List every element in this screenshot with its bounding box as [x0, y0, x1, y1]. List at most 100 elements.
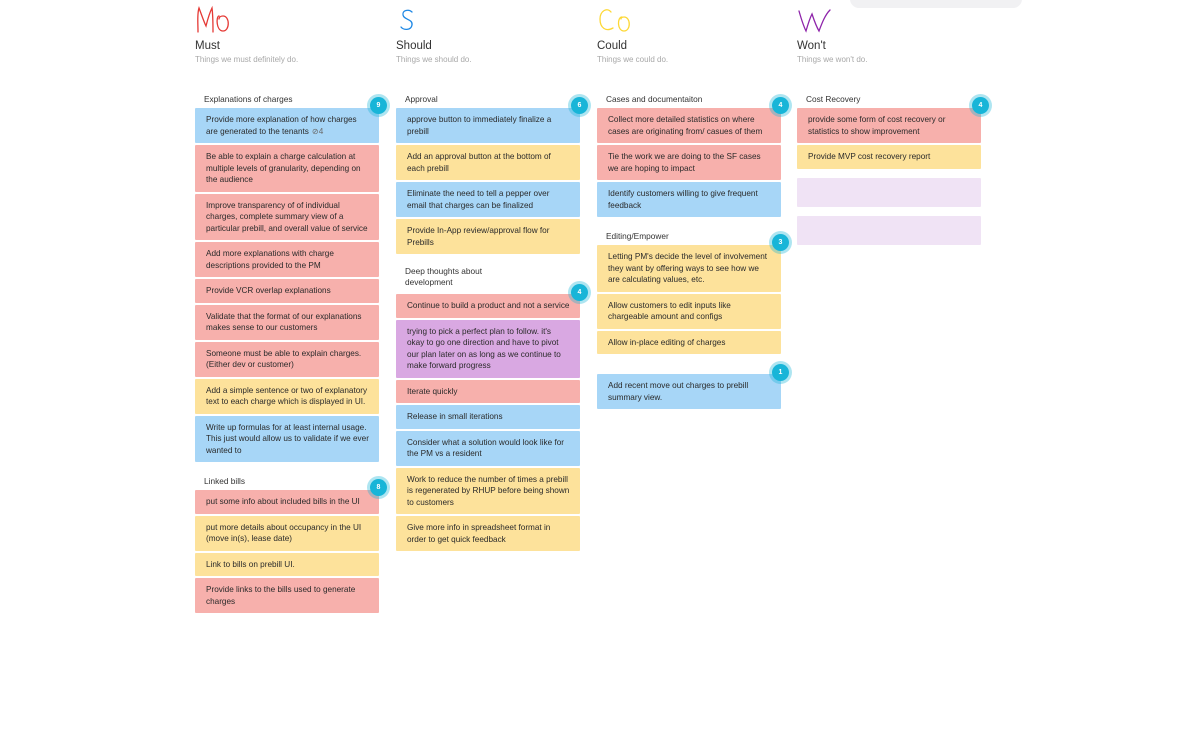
sticky-note[interactable]: Add more explanations with charge descri… [195, 242, 379, 277]
sticky-note-text: approve button to immediately finalize a… [407, 115, 552, 136]
vote-count-badge[interactable]: 1 [772, 364, 789, 381]
sticky-note-text: Provide VCR overlap explanations [206, 286, 331, 295]
top-toolbar[interactable] [850, 0, 1022, 8]
sticky-note[interactable]: Write up formulas for at least internal … [195, 415, 379, 462]
sticky-note[interactable]: Consider what a solution would look like… [396, 430, 580, 466]
vote-count-badge[interactable]: 4 [571, 284, 588, 301]
group-title-text: Approval [405, 94, 438, 104]
group-title[interactable]: Approval 6 [396, 92, 588, 114]
sticky-note[interactable]: Provide VCR overlap explanations [195, 279, 379, 303]
sticky-note-text: Add a simple sentence or two of explanat… [206, 385, 368, 407]
sticky-note[interactable]: Validate that the format of our explanat… [195, 304, 379, 340]
card-group: Approval 6 approve button to immediately f… [396, 92, 588, 254]
sticky-note-text: Provide links to the bills used to gener… [206, 585, 356, 606]
group-title-text: Cost Recovery [806, 94, 861, 104]
sticky-note-text: Provide MVP cost recovery report [808, 152, 931, 161]
vote-count-badge[interactable]: 6 [571, 97, 588, 114]
column-heading-initials [797, 4, 981, 38]
sticky-note-text: Link to bills on prebill UI. [206, 559, 295, 569]
sticky-note-text: Continue to build a product and not a se… [407, 301, 570, 310]
sticky-note[interactable]: approve button to immediately finalize a… [396, 108, 580, 143]
sticky-note[interactable] [797, 177, 981, 207]
sticky-note[interactable]: Give more info in spreadsheet format in … [396, 516, 580, 551]
sticky-note[interactable]: Provide links to the bills used to gener… [195, 578, 379, 613]
sticky-note[interactable]: Someone must be able to explain charges.… [195, 341, 379, 377]
column-title: Must [195, 40, 220, 52]
group-title[interactable]: Deep thoughts about development 4 [396, 266, 588, 301]
column-subtitle: Things we should do. [396, 55, 472, 64]
sticky-note-text: Improve transparency of of individual ch… [206, 200, 368, 233]
sticky-note[interactable]: Letting PM's decide the level of involve… [597, 245, 781, 292]
sticky-note[interactable]: put more details about occupancy in the … [195, 515, 379, 551]
sticky-note-text: Provide more explanation of how charges … [206, 115, 357, 136]
comment-count: ⊘4 [311, 126, 324, 136]
sticky-note[interactable]: Identify customers willing to give frequ… [597, 182, 781, 217]
sticky-note-text: put more details about occupancy in the … [206, 522, 362, 544]
column-title: Should [396, 40, 432, 52]
sticky-note[interactable]: Be able to explain a charge calculation … [195, 145, 379, 192]
sticky-note[interactable]: Allow in-place editing of charges [597, 330, 781, 354]
sticky-note-text: Be able to explain a charge calculation … [206, 152, 361, 184]
column-heading-initials [396, 4, 580, 38]
vote-count-badge[interactable]: 8 [370, 479, 387, 496]
sticky-note[interactable]: Add recent move out charges to prebill s… [597, 374, 781, 409]
sticky-note[interactable] [797, 215, 981, 245]
sticky-note[interactable]: Tie the work we are doing to the SF case… [597, 145, 781, 180]
sticky-note[interactable]: Provide In-App review/approval flow for … [396, 219, 580, 254]
sticky-note[interactable]: Work to reduce the number of times a pre… [396, 467, 580, 514]
sticky-note-text: Collect more detailed statistics on wher… [608, 115, 763, 136]
sticky-note-text: Allow customers to edit inputs like char… [608, 300, 731, 322]
sticky-note[interactable]: Iterate quickly [396, 379, 580, 403]
sticky-note[interactable]: Collect more detailed statistics on wher… [597, 108, 781, 143]
column-subtitle: Things we could do. [597, 55, 669, 64]
sticky-note-text: trying to pick a perfect plan to follow.… [407, 326, 561, 371]
vote-count-badge[interactable]: 9 [370, 97, 387, 114]
column-title: Could [597, 40, 628, 52]
vote-count-badge[interactable]: 3 [772, 234, 789, 251]
vote-count-badge[interactable]: 4 [772, 97, 789, 114]
sticky-note-text: Identify customers willing to give frequ… [608, 189, 758, 210]
sticky-note-text: Eliminate the need to tell a pepper over… [407, 189, 550, 210]
sticky-note[interactable]: Continue to build a product and not a se… [396, 294, 580, 318]
column-heading-initials [195, 4, 379, 38]
sticky-note[interactable]: trying to pick a perfect plan to follow.… [396, 319, 580, 378]
sticky-note-text: Add more explanations with charge descri… [206, 249, 334, 270]
sticky-note[interactable]: Provide MVP cost recovery report [797, 145, 981, 169]
sticky-note-text: Allow in-place editing of charges [608, 337, 726, 347]
sticky-note-text: Validate that the format of our explanat… [206, 311, 362, 333]
group-title[interactable]: Linked bills 8 [195, 474, 387, 496]
column-subtitle: Things we must definitely do. [195, 55, 299, 64]
sticky-note[interactable]: Allow customers to edit inputs like char… [597, 293, 781, 329]
group-title-text: Linked bills [204, 476, 246, 486]
sticky-note[interactable]: Add a simple sentence or two of explanat… [195, 378, 379, 414]
sticky-note[interactable]: Add an approval button at the bottom of … [396, 145, 580, 180]
card-group: Cost Recovery 4 provide some form of cost … [797, 92, 989, 245]
sticky-note-text: Add an approval button at the bottom of … [407, 152, 551, 173]
vote-count-badge[interactable]: 4 [972, 97, 989, 114]
group-title[interactable]: 1 [597, 364, 789, 381]
sticky-note[interactable]: Eliminate the need to tell a pepper over… [396, 182, 580, 217]
sticky-note-text: Work to reduce the number of times a pre… [407, 474, 570, 507]
group-title-text: Deep thoughts about development [405, 266, 483, 287]
sticky-note[interactable]: Release in small iterations [396, 405, 580, 429]
sticky-note-text: Provide In-App review/approval flow for … [407, 226, 550, 247]
group-title[interactable]: Cost Recovery 4 [797, 92, 989, 114]
sticky-note-text: provide some form of cost recovery or st… [808, 115, 946, 136]
sticky-note[interactable]: Improve transparency of of individual ch… [195, 193, 379, 240]
sticky-note[interactable]: Link to bills on prebill UI. [195, 552, 379, 576]
sticky-note[interactable]: provide some form of cost recovery or st… [797, 108, 981, 143]
sticky-note-text: Tie the work we are doing to the SF case… [608, 152, 761, 173]
column-title: Won't [797, 40, 826, 52]
sticky-note[interactable]: Provide more explanation of how charges … [195, 108, 379, 143]
sticky-note[interactable]: put some info about included bills in th… [195, 490, 379, 514]
